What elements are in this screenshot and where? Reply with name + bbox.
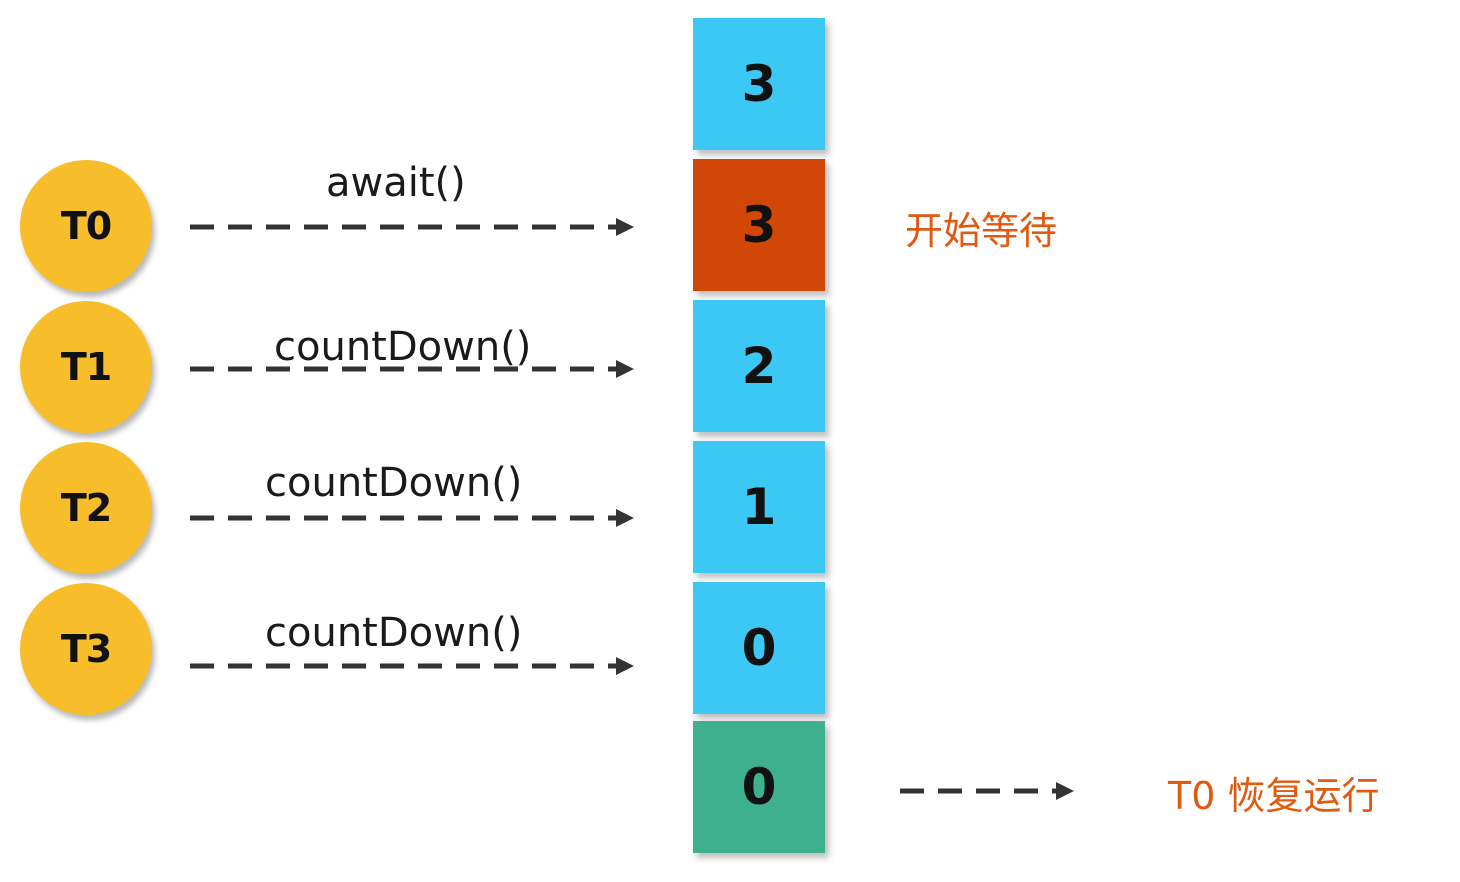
thread-t0-label: T0 [60,204,112,248]
thread-t3: T3 [20,583,152,715]
arrowhead-t1 [616,360,634,378]
counter-cell-4-value: 0 [741,619,777,677]
counter-cell-4: 0 [693,582,825,714]
counter-cell-0-value: 3 [741,55,777,113]
note-resume: T0 恢复运行 [1168,774,1380,818]
call-label-await: await() [326,160,466,206]
thread-t2-label: T2 [60,486,112,530]
arrowhead-resume [1056,782,1074,800]
counter-cell-5: 0 [693,721,825,853]
arrowhead-t2 [616,509,634,527]
counter-cell-2: 2 [693,300,825,432]
arrowhead-t3 [616,657,634,675]
thread-t1-label: T1 [60,345,112,389]
thread-t3-label: T3 [60,627,112,671]
counter-cell-3: 1 [693,441,825,573]
call-label-countdown-t2: countDown() [265,460,523,506]
call-label-countdown-t1: countDown() [274,324,532,370]
thread-t0: T0 [20,160,152,292]
counter-cell-5-value: 0 [741,758,777,816]
counter-cell-0: 3 [693,18,825,150]
note-start-wait: 开始等待 [905,209,1058,253]
arrowhead-t0 [616,218,634,236]
counter-cell-3-value: 1 [741,478,777,536]
call-label-countdown-t3: countDown() [265,610,523,656]
thread-t2: T2 [20,442,152,574]
counter-cell-2-value: 2 [741,337,777,395]
counter-cell-1: 3 [693,159,825,291]
counter-cell-1-value: 3 [741,196,777,254]
thread-t1: T1 [20,301,152,433]
